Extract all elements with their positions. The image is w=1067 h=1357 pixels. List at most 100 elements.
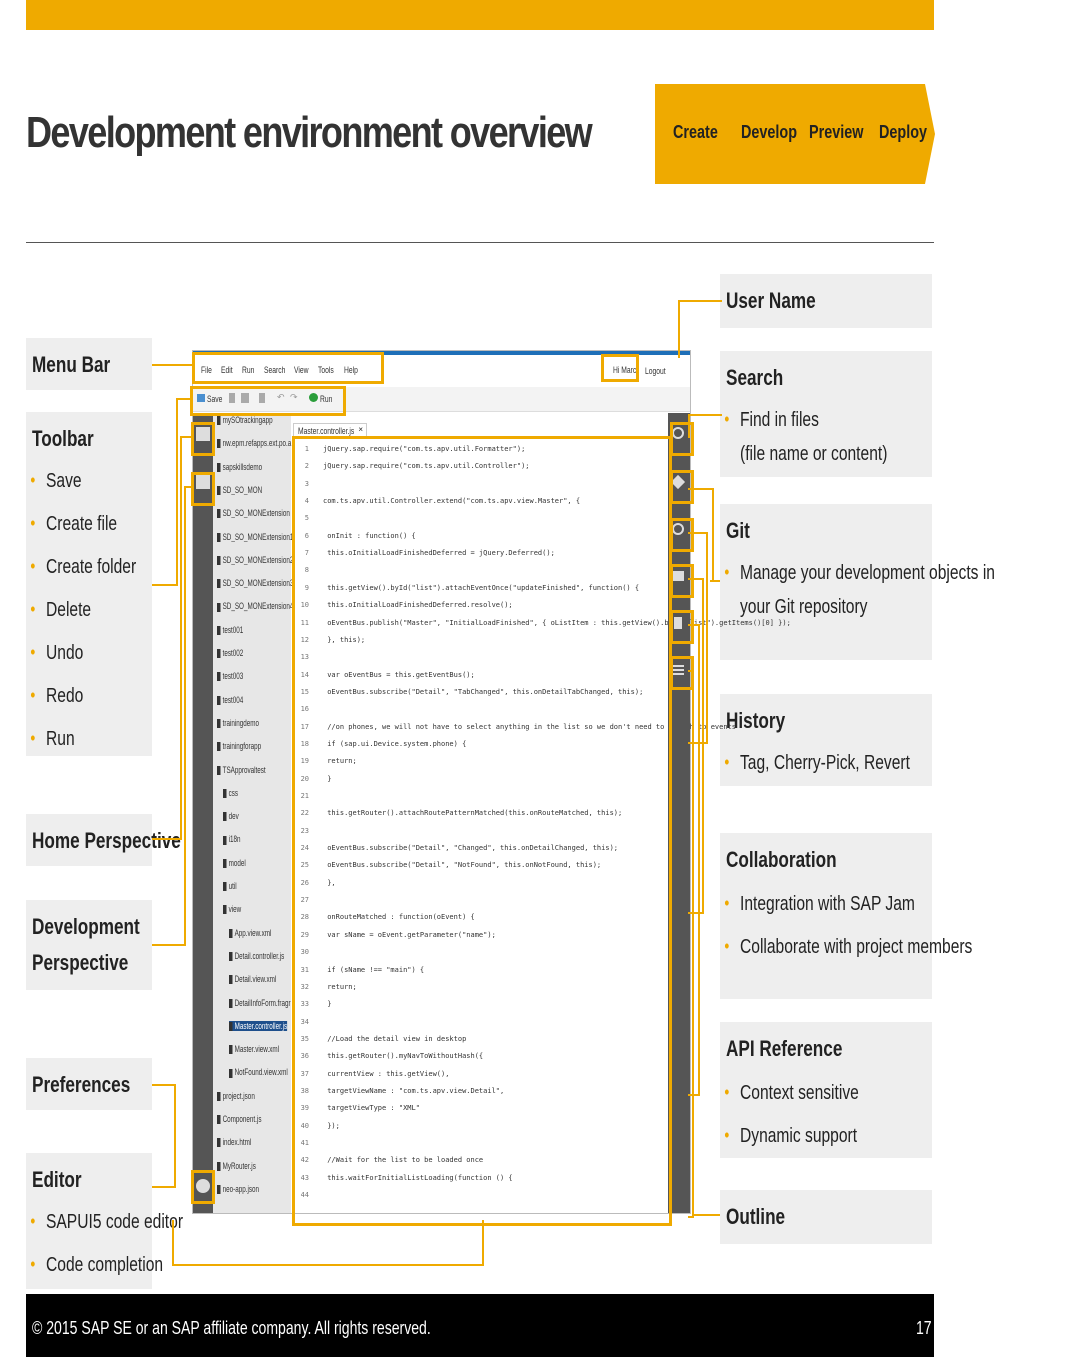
folder-icon [217,649,221,659]
tree-item[interactable]: index.html [217,1137,251,1148]
development-perspective-icon[interactable] [196,475,210,489]
collaboration-icon[interactable] [672,571,684,581]
menu-file[interactable]: File [201,365,212,375]
tree-item[interactable]: SD_SO_MONExtension2 [217,555,293,565]
connector-line [688,488,714,582]
left-perspective-bar [193,413,213,1213]
folder-icon [217,462,221,472]
folder-icon [223,882,227,892]
collaboration-callout: Collaboration Integration with SAP Jam C… [720,833,972,999]
code-line: 24 oEventBus.subscribe("Detail", "Change… [300,844,619,853]
menu-run[interactable]: Run [242,365,255,375]
create-file-icon[interactable] [229,393,235,403]
tree-item[interactable]: util [223,881,237,892]
folder-icon [217,1138,221,1148]
logout-link[interactable]: Logout [645,366,666,376]
save-button[interactable]: Save [207,394,223,404]
tree-item[interactable]: test002 [217,648,243,659]
code-line: 37 currentView : this.getView(), [300,1069,450,1078]
api-icon-highlight [670,610,694,644]
folder-icon [217,1115,221,1125]
step-create: Create [655,84,737,184]
menu-edit[interactable]: Edit [221,365,233,375]
create-folder-icon[interactable] [241,393,249,403]
search-item-detail: (file name or content) [740,443,888,465]
code-line: 25 oEventBus.subscribe("Detail", "NotFou… [300,861,602,870]
tree-item[interactable]: trainingdemo [217,718,259,729]
folder-icon [223,812,227,822]
api-reference-icon[interactable] [674,617,682,629]
tree-item[interactable]: MyRouter.js [217,1161,256,1171]
preferences-icon-highlight [191,1170,215,1204]
folder-icon [229,975,233,985]
tree-item[interactable]: trainingforapp [217,741,261,752]
code-line: 11 oEventBus.publish("Master", "InitialL… [300,618,791,627]
code-line: 6 onInit : function() { [304,531,416,540]
code-line: 18 if (sap.ui.Device.system.phone) { [300,739,467,748]
tree-item[interactable]: dev [223,811,239,822]
development-perspective-callout: Development Perspective [26,900,152,990]
menu-search[interactable]: Search [264,365,286,375]
tree-item[interactable]: Component.js [217,1114,261,1125]
menu-view[interactable]: View [294,365,309,375]
code-line: 26 }, [300,878,336,887]
menu-help[interactable]: Help [344,365,358,375]
editor-item: Code completion [30,1254,183,1297]
ide-toolbar: Save ↶ ↷ Run [193,387,690,412]
tree-item[interactable]: neo-app.json [217,1184,259,1195]
tree-item[interactable]: SD_SO_MONExtension3 [217,578,293,589]
tree-item[interactable]: test003 [217,671,243,682]
folder-icon [217,416,221,426]
tree-item[interactable]: mySOtrackingapp [217,415,273,426]
tree-item[interactable]: Detail.controller.js [229,951,284,962]
tree-item[interactable]: Detail.view.xml [229,974,276,985]
tree-item[interactable]: App.view.xml [229,928,271,938]
tree-item[interactable]: NotFound.view.xml [229,1067,288,1078]
tree-item[interactable]: nw.epm.refapps.ext.po.a [217,438,291,449]
run-button[interactable]: Run [320,394,333,404]
run-icon[interactable] [309,393,318,402]
tree-item[interactable]: SD_SO_MONExtension4 [217,601,293,612]
tree-item[interactable]: Master.view.xml [229,1044,279,1055]
menu-tools[interactable]: Tools [318,365,334,375]
title-divider [26,242,934,243]
tree-item[interactable]: model [223,858,246,868]
save-icon[interactable] [197,394,205,402]
folder-icon [217,532,221,542]
tree-item[interactable]: test001 [217,625,243,635]
delete-icon[interactable] [259,393,265,403]
tree-item[interactable]: view [223,904,241,915]
git-item-cont: your Git repository [740,596,868,618]
folder-icon [223,835,227,845]
code-line: 31 if (sName !== "main") { [300,965,425,974]
tree-item[interactable]: css [223,788,238,798]
code-line: 40 }); [300,1121,340,1130]
tree-item[interactable]: test004 [217,695,243,705]
workspace-tree: mySOtrackingapp nw.epm.refapps.ext.po.a sa… [213,413,293,1213]
connector-line [172,1220,484,1266]
folder-icon [217,579,221,589]
undo-icon[interactable]: ↶ [277,392,285,402]
tree-item[interactable]: SD_SO_MON [217,485,262,496]
tree-item[interactable]: SD_SO_MONExtension1 [217,532,293,542]
redo-icon[interactable]: ↷ [290,392,298,402]
close-icon[interactable]: × [358,425,363,434]
preferences-icon[interactable] [196,1179,210,1193]
tree-item[interactable]: TSApprovaltest [217,765,266,775]
tree-item[interactable]: sapskillsdemo [217,462,262,472]
copyright: © 2015 SAP SE or an SAP affiliate compan… [32,1318,431,1338]
tree-item[interactable]: Master.controller.js [229,1020,288,1031]
home-perspective-icon[interactable] [196,427,210,441]
search-icon[interactable] [672,427,684,439]
history-icon[interactable] [672,523,684,535]
tree-item[interactable]: SD_SO_MONExtension [217,508,290,519]
tree-item[interactable]: project.json [217,1091,255,1101]
tree-item[interactable]: DetailInfoForm.fragr [229,998,291,1008]
code-line: 36 this.getRouter().myNavToWithoutHash({ [300,1052,484,1061]
tree-item[interactable]: i18n [223,834,241,845]
folder-icon [217,625,221,635]
outline-icon[interactable] [672,665,684,677]
